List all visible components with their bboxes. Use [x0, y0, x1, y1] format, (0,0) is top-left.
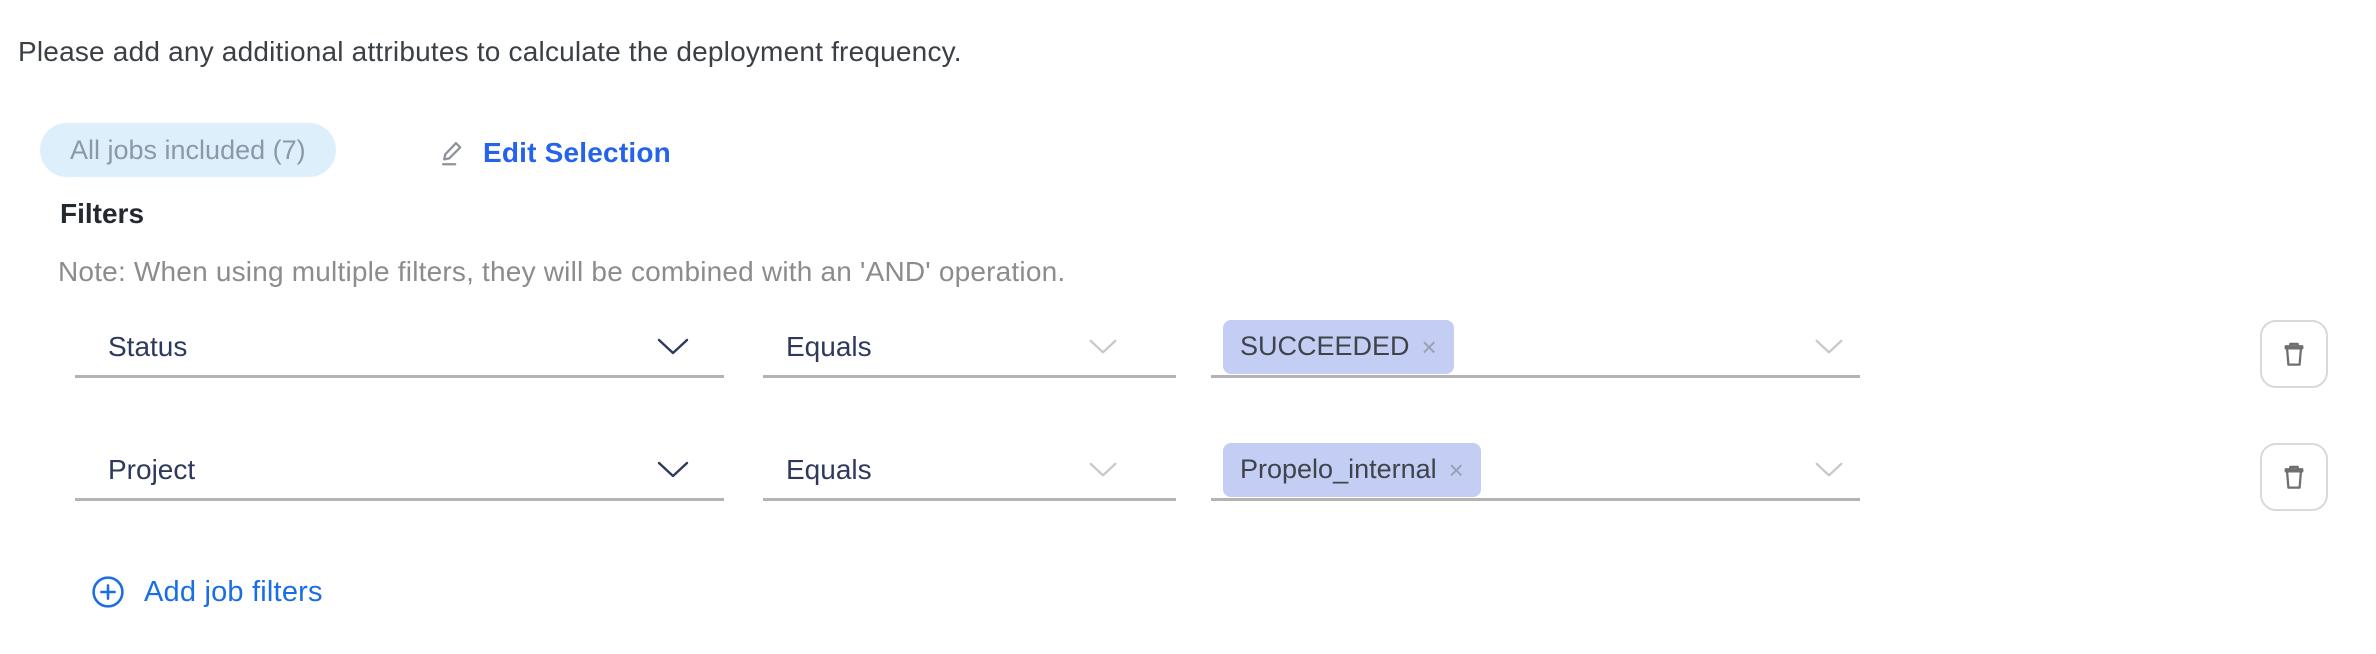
page-title: Please add any additional attributes to …: [18, 36, 962, 67]
add-job-filters-label: Add job filters: [144, 575, 323, 608]
value-tag: SUCCEEDED ×: [1223, 319, 1454, 374]
value-tag-label: SUCCEEDED: [1240, 331, 1410, 361]
chevron-down-icon: [1814, 461, 1844, 479]
chevron-down-icon: [1088, 338, 1118, 356]
tag-remove-icon[interactable]: ×: [1448, 454, 1464, 485]
pencil-icon: [437, 136, 469, 170]
add-job-filters-link[interactable]: Add job filters: [90, 572, 323, 612]
value-tag-label: Propelo_internal: [1240, 454, 1437, 484]
filter-row-0-field-select[interactable]: Status: [75, 318, 724, 378]
field-select-value: Status: [108, 330, 188, 362]
delete-filter-row-1-button[interactable]: [2260, 443, 2328, 511]
trash-icon: [2278, 337, 2310, 371]
filter-row-1-operator-select[interactable]: Equals: [763, 441, 1176, 501]
trash-icon: [2278, 460, 2310, 494]
chevron-down-icon: [656, 460, 690, 480]
filters-heading: Filters: [60, 198, 145, 229]
field-select-value: Project: [108, 453, 196, 485]
operator-select-value: Equals: [786, 453, 872, 485]
chevron-down-icon: [1088, 461, 1118, 479]
filter-row-0-operator-select[interactable]: Equals: [763, 318, 1176, 378]
jobs-included-badge-label: All jobs included (7): [70, 134, 306, 165]
edit-selection-link[interactable]: Edit Selection: [437, 132, 671, 174]
plus-circle-icon: [90, 574, 126, 610]
delete-filter-row-0-button[interactable]: [2260, 320, 2328, 388]
chevron-down-icon: [1814, 338, 1844, 356]
filter-row-1-field-select[interactable]: Project: [75, 441, 724, 501]
filter-row-0-value-select[interactable]: SUCCEEDED ×: [1211, 318, 1860, 378]
filter-row-1-value-select[interactable]: Propelo_internal ×: [1211, 441, 1860, 501]
jobs-included-badge: All jobs included (7): [40, 123, 336, 177]
filters-note: Note: When using multiple filters, they …: [58, 256, 1066, 287]
chevron-down-icon: [656, 337, 690, 357]
edit-selection-label: Edit Selection: [483, 137, 671, 168]
value-tag: Propelo_internal ×: [1223, 442, 1481, 497]
tag-remove-icon[interactable]: ×: [1421, 331, 1437, 362]
operator-select-value: Equals: [786, 330, 872, 362]
